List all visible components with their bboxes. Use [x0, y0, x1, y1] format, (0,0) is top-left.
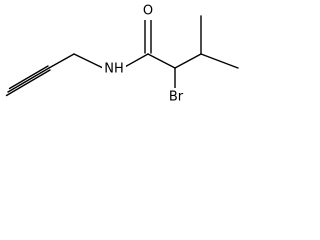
- bromine-label: Br: [169, 90, 184, 105]
- bond-ch2-to-nitrogen: [73, 53, 104, 69]
- bond-alkyne-to-ch2: [48, 53, 75, 69]
- bond-alpha-carbon-to-isopropyl: [174, 53, 202, 69]
- bond-carbonyl-to-alpha-carbon: [147, 53, 176, 69]
- nitrogen-label: NH: [104, 62, 124, 77]
- bond-isopropyl-to-right-methyl: [200, 53, 239, 69]
- molecule-structure: O NH Br: [5, 2, 239, 106]
- carbonyl-double-bond: [144, 17, 152, 54]
- bond-nitrogen-to-carbonyl: [122, 53, 149, 69]
- structure-canvas: O NH Br: [0, 0, 251, 116]
- terminal-alkyne-triple-bond: [5, 65, 51, 97]
- oxygen-label: O: [143, 4, 153, 19]
